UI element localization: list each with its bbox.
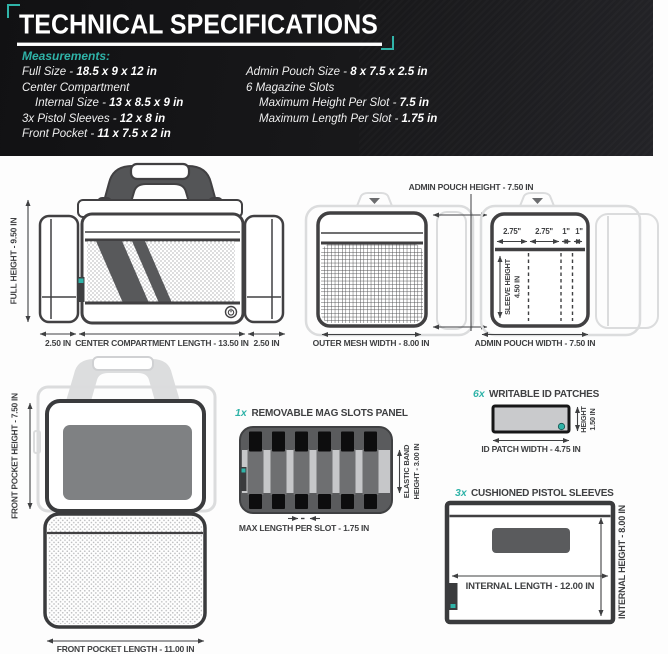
measurement-value: 1.75 in — [401, 112, 438, 125]
sleeve-height-value: 4.50 IN — [513, 276, 522, 298]
bag-front-diagram: FULL HEIGHT - 9.50 IN 2.50 IN CENTER COM… — [9, 162, 286, 348]
measurement-label: Front Pocket - — [22, 128, 98, 140]
measurement-value: 12 x 8 in — [119, 112, 166, 125]
header-banner: TECHNICAL SPECIFICATIONS Measurements: F… — [0, 0, 653, 156]
brand-tag — [240, 467, 247, 491]
measurement-row: Maximum Length Per Slot - 1.75 in — [246, 112, 437, 128]
front-pocket-height-label: FRONT POCKET HEIGHT - 7.50 IN — [11, 393, 20, 519]
title-block: TECHNICAL SPECIFICATIONS — [7, 4, 394, 50]
flap-texture — [48, 517, 202, 624]
mesh-pouch-diagram: OUTER MESH WIDTH - 8.00 IN — [304, 192, 475, 348]
measurements-left-column: Full Size - 18.5 x 9 x 12 in Center Comp… — [22, 65, 183, 143]
admin-width-label: ADMIN POUCH WIDTH - 7.50 IN — [475, 338, 596, 348]
pistol-sleeve-count: 3x — [455, 487, 468, 499]
measurement-value: 18.5 x 9 x 12 in — [76, 66, 157, 78]
slot-width-label: 2.75'' — [503, 227, 521, 236]
max-slot-length-label: MAX LENGTH PER SLOT - 1.75 IN — [239, 523, 369, 533]
measurement-row: 3x Pistol Sleeves - 12 x 8 in — [22, 112, 183, 128]
measurement-value: 8 x 7.5 x 2.5 in — [350, 66, 428, 78]
slot-width-label: 2.75'' — [535, 227, 553, 236]
mesh-grid-texture — [321, 244, 423, 323]
tab-mark-icon — [532, 198, 543, 204]
measurement-row: 6 Magazine Slots — [246, 81, 437, 97]
measurement-label: 3x Pistol Sleeves - — [22, 112, 120, 125]
tab-mark-icon — [369, 198, 380, 204]
sleeve-patch — [492, 528, 570, 553]
mag-slots — [247, 431, 379, 509]
dim-center-label: CENTER COMPARTMENT LENGTH - 13.50 IN — [75, 338, 249, 348]
side-pocket-left — [38, 214, 80, 324]
measurement-label: Full Size - — [22, 66, 77, 78]
admin-pouch-diagram: 2.75'' 2.75'' 1'' 1'' SLEEVE HEIGHT 4.50… — [475, 192, 659, 348]
dim-left-label: 2.50 IN — [45, 338, 71, 348]
pistol-sleeve-diagram: 3x CUSHIONED PISTOL SLEEVES INTERNAL LEN… — [444, 487, 627, 625]
diagonal-stripe — [96, 241, 149, 303]
ghost-tab — [519, 192, 555, 207]
measurement-row: Maximum Height Per Slot - 7.5 in — [246, 96, 437, 112]
pistol-sleeve-outline — [444, 500, 616, 625]
mag-panel-diagram: 1x REMOVABLE MAG SLOTS PANEL ELASTIC BAN… — [235, 407, 421, 533]
slot-width-label: 1'' — [575, 227, 583, 236]
measurement-row: Front Pocket - 11 x 7.5 x 2 in — [22, 127, 183, 143]
measurement-row: Center Compartment — [22, 81, 183, 97]
admin-pouch-height-dim: ADMIN POUCH HEIGHT - 7.50 IN — [409, 182, 534, 331]
front-pocket-diagram: FRONT POCKET HEIGHT - 7.50 IN FRONT POCK… — [11, 356, 217, 654]
corner-bracket-icon — [380, 36, 394, 50]
internal-length-label: INTERNAL LENGTH - 12.00 IN — [466, 581, 595, 592]
elastic-band-value: HEIGHT - 3.00 IN — [412, 444, 421, 500]
id-patch-count: 6x — [473, 388, 486, 400]
front-pocket-length-label: FRONT POCKET LENGTH - 11.00 IN — [57, 644, 195, 654]
measurement-row: Admin Pouch Size - 8 x 7.5 x 2.5 in — [246, 65, 437, 81]
handle-grip — [129, 162, 191, 181]
measurement-label: Maximum Length Per Slot - — [259, 112, 402, 125]
internal-height-label: INTERNAL HEIGHT - 8.00 IN — [617, 505, 627, 619]
id-patch-title: WRITABLE ID PATCHES — [489, 389, 600, 400]
measurement-label: Admin Pouch Size - — [246, 66, 351, 78]
measurement-value: 11 x 7.5 x 2 in — [97, 128, 171, 140]
id-patch-height-label: HEIGHT — [579, 406, 588, 433]
ghost-tab — [356, 192, 393, 207]
dim-right-label: 2.50 IN — [253, 338, 279, 348]
measurement-row: Internal Size - 13 x 8.5 x 9 in — [22, 96, 183, 112]
measurement-row: Full Size - 18.5 x 9 x 12 in — [22, 65, 183, 81]
slot-width-label: 1'' — [562, 227, 570, 236]
elastic-band-label: ELASTIC BAND — [402, 444, 411, 498]
side-pocket-right — [243, 214, 285, 324]
brand-tag — [448, 583, 458, 610]
diagram-canvas: FULL HEIGHT - 9.50 IN 2.50 IN CENTER COM… — [9, 162, 659, 654]
measurement-value: 7.5 in — [399, 97, 430, 109]
id-patch-height-value: 1.50 IN — [588, 408, 597, 430]
id-patch-width-label: ID PATCH WIDTH - 4.75 IN — [481, 444, 580, 454]
measurement-value: 13 x 8.5 x 9 in — [109, 97, 184, 109]
corner-bracket-icon — [7, 4, 20, 18]
mag-panel-count: 1x — [235, 407, 248, 419]
mesh-width-label: OUTER MESH WIDTH - 8.00 IN — [313, 338, 430, 348]
ghost-grip — [92, 356, 154, 371]
id-patch-outline — [491, 404, 571, 434]
measurements-heading: Measurements: — [22, 49, 111, 63]
brand-tag — [77, 277, 85, 302]
measurement-label: Center Compartment — [22, 81, 130, 94]
snap-dot-icon — [557, 422, 566, 431]
measurements-right-column: Admin Pouch Size - 8 x 7.5 x 2.5 in 6 Ma… — [246, 65, 437, 127]
full-height-label: FULL HEIGHT - 9.50 IN — [9, 218, 19, 305]
measurement-label: Internal Size - — [35, 97, 110, 109]
measurement-label: Maximum Height Per Slot - — [259, 97, 400, 109]
admin-height-label: ADMIN POUCH HEIGHT - 7.50 IN — [409, 182, 534, 192]
id-patch-diagram: 6x WRITABLE ID PATCHES HEIGHT 1.50 IN ID… — [473, 388, 600, 454]
velcro-field — [63, 425, 192, 500]
sleeve-height-label: SLEEVE HEIGHT — [503, 258, 512, 315]
mag-panel-title: REMOVABLE MAG SLOTS PANEL — [252, 408, 408, 419]
pistol-sleeve-title: CUSHIONED PISTOL SLEEVES — [471, 488, 614, 499]
diagonal-stripe — [132, 241, 172, 303]
measurement-label: 6 Magazine Slots — [246, 81, 335, 94]
page-title: TECHNICAL SPECIFICATIONS — [17, 9, 382, 46]
